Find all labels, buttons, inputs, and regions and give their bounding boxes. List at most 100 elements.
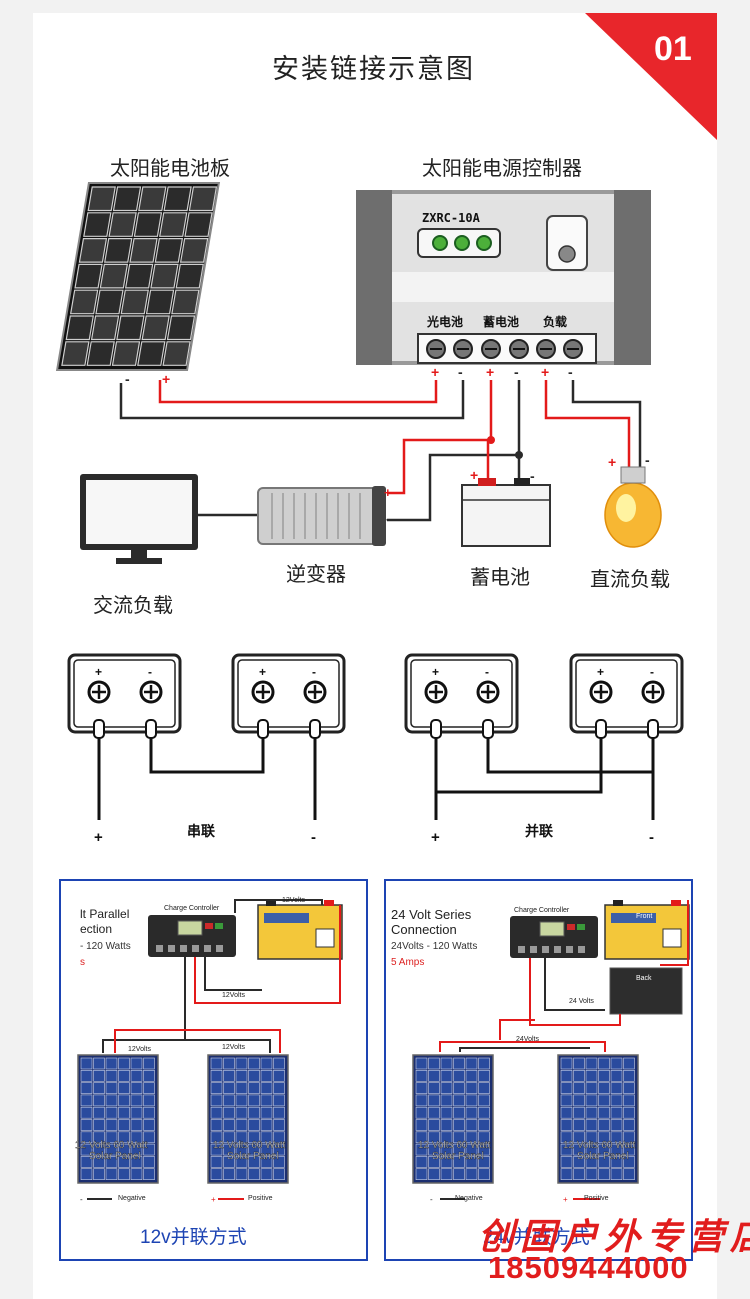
cable-lug: [595, 719, 607, 739]
mini-solar-cell: [235, 1156, 248, 1168]
right-controller-label: Charge Controller: [514, 907, 570, 914]
mini-solar-cell: [560, 1156, 573, 1168]
terminal-polarity-sign: -: [514, 364, 519, 380]
controller-stripe: [392, 272, 614, 302]
mini-solar-cell: [80, 1106, 93, 1119]
mini-solar-cell: [465, 1057, 478, 1070]
right-legend-plus: +: [563, 1195, 568, 1204]
mini-solar-cell: [440, 1106, 453, 1119]
mini-solar-cell: [478, 1057, 490, 1070]
mini-solar-cell: [130, 1156, 143, 1168]
mini-solar-cell: [273, 1070, 285, 1082]
mini-solar-cell: [105, 1131, 118, 1144]
solar-cell: [159, 212, 188, 237]
mini-solar-cell: [248, 1131, 260, 1144]
mini-solar-cell: [260, 1082, 273, 1094]
mini-solar-cell: [623, 1156, 635, 1168]
solar-cell: [137, 341, 166, 366]
mini-terminal: [156, 945, 163, 952]
right-panel-b-text-line2: Solar Panel: [577, 1151, 629, 1162]
solar-cell: [163, 186, 192, 212]
mini-solar-cell: [80, 1094, 93, 1107]
mini-solar-cell: [118, 1082, 130, 1094]
right-legend-positive: Positive: [584, 1195, 609, 1202]
mini-solar-cell: [560, 1143, 573, 1156]
terminal-polarity-sign: +: [541, 364, 549, 380]
solar-panel-label: 太阳能电池板: [110, 156, 230, 180]
series-plus: +: [94, 829, 103, 846]
mini-solar-cell: [440, 1070, 453, 1082]
solar-cell: [171, 289, 200, 315]
mini-solar-cell: [585, 1057, 598, 1070]
right-back-label: Back: [636, 975, 652, 982]
load-positive-wire: [544, 380, 631, 470]
left-title-line1: lt Parallel: [80, 907, 130, 921]
mini-solar-cell: [210, 1082, 223, 1094]
mini-solar-cell: [478, 1094, 490, 1107]
mini-solar-cell: [573, 1082, 585, 1094]
mini-solar-cell: [118, 1106, 130, 1119]
mini-solar-cell: [415, 1106, 428, 1119]
mini-solar-cell: [93, 1070, 105, 1082]
mini-solar-cell: [560, 1168, 573, 1180]
diagram-title: 安装链接示意图: [272, 54, 475, 85]
mini-solar-cell: [573, 1057, 585, 1070]
mini-solar-cell: [143, 1156, 155, 1168]
left-battery-label: [264, 913, 309, 923]
mini-solar-cell: [80, 1131, 93, 1144]
mini-solar-cell: [623, 1057, 635, 1070]
mini-solar-cell: [453, 1070, 465, 1082]
solar-cell: [108, 212, 137, 237]
inverter-body: [257, 487, 381, 545]
mini-solar-cell: [210, 1156, 223, 1168]
mini-solar-cell: [560, 1131, 573, 1144]
mini-solar-cell: [223, 1106, 235, 1119]
solar-cell: [69, 289, 99, 315]
mini-solar-cell: [428, 1168, 440, 1180]
mini-solar-cell: [478, 1156, 490, 1168]
battery-terminal-plus: +: [259, 665, 266, 679]
inverter-endcap: [372, 486, 386, 546]
left-panel-b-text-line2: Solar Panel: [227, 1151, 279, 1162]
mini-solar-cell: [248, 1082, 260, 1094]
dc-load-label: 直流负载: [590, 567, 670, 591]
right-panel-b-text-line1: 12 Volts 60 Watt: [563, 1140, 636, 1151]
mini-solar-cell: [80, 1082, 93, 1094]
mini-solar-cell: [223, 1168, 235, 1180]
mini-solar-cell: [440, 1094, 453, 1107]
mini-solar-cell: [223, 1070, 235, 1082]
left-volts-mid: 12Volts: [222, 992, 245, 999]
mini-solar-cell: [465, 1070, 478, 1082]
monitor-base: [116, 558, 162, 564]
battery-terminal-plus: +: [95, 665, 102, 679]
mini-terminal: [216, 945, 223, 952]
mini-terminal: [554, 946, 561, 953]
controller-switch: [546, 215, 588, 271]
solar-cell: [65, 315, 94, 341]
mini-solar-cell: [453, 1082, 465, 1094]
left-legend-positive: Positive: [248, 1195, 273, 1202]
mini-solar-cell: [623, 1131, 635, 1144]
mini-solar-cell: [573, 1094, 585, 1107]
right-panel-a-text-line1: 12 Volts 60 Watt: [418, 1140, 491, 1151]
mini-solar-cell: [80, 1070, 93, 1082]
battery-positive-post: [478, 478, 496, 486]
mini-solar-cell: [273, 1156, 285, 1168]
mini-solar-cell: [210, 1094, 223, 1107]
mini-solar-cell: [273, 1082, 285, 1094]
solar-cell: [86, 341, 115, 366]
mini-solar-cell: [105, 1106, 118, 1119]
controller-left-fin: [356, 190, 392, 365]
mini-solar-cell: [610, 1070, 623, 1082]
solar-cell: [83, 212, 112, 237]
mini-solar-cell: [428, 1057, 440, 1070]
solar-cell: [162, 341, 191, 366]
mini-solar-cell: [260, 1131, 273, 1144]
right-front-label: Front: [636, 913, 653, 920]
mini-solar-cell: [623, 1168, 635, 1180]
battery-label: 蓄电池: [470, 565, 530, 589]
mini-solar-cell: [560, 1057, 573, 1070]
parallel-positive-bus: [436, 738, 603, 794]
mini-solar-cell: [598, 1082, 610, 1094]
